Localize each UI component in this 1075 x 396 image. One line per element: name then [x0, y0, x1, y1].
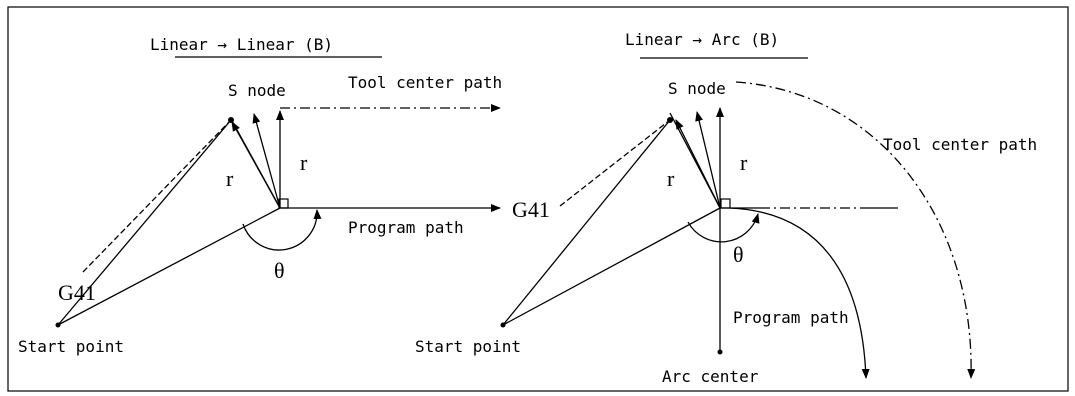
right-g41-leader [559, 119, 671, 207]
left-r-label-2: r [300, 150, 308, 175]
left-radius-2 [252, 113, 281, 209]
right-r-label-1: r [667, 166, 675, 191]
left-start-point-label: Start point [18, 337, 124, 356]
left-approach-line-1 [57, 119, 232, 326]
left-g41-label: G41 [58, 280, 96, 305]
left-program-path-label: Program path [348, 218, 464, 237]
right-s-node-point [667, 117, 673, 123]
right-g41-label: G41 [512, 197, 550, 222]
left-s-node-point [228, 117, 234, 123]
right-title: Linear → Arc (B) [625, 30, 779, 49]
right-start-point [500, 322, 506, 328]
right-program-path-arc [729, 207, 870, 379]
left-g41-leader [82, 119, 232, 273]
left-corner-square [278, 198, 289, 209]
right-theta-label: θ [733, 242, 744, 267]
right-theta-arc [687, 213, 760, 243]
right-approach-line-2 [502, 207, 721, 326]
left-theta-label: θ [274, 258, 285, 283]
left-theta-arc [242, 209, 322, 251]
right-s-node-label: S node [668, 79, 726, 98]
right-radius-2 [695, 111, 721, 209]
right-start-point-label: Start point [415, 337, 521, 356]
right-corner-square [720, 198, 731, 209]
left-s-node-label: S node [228, 81, 286, 100]
right-approach-line-1 [502, 119, 671, 326]
right-tool-path-label: Tool center path [883, 135, 1037, 154]
right-tool-center-path-arc [735, 81, 976, 379]
right-radius-4 [669, 112, 721, 209]
left-title: Linear → Linear (B) [150, 35, 333, 54]
right-r-label-2: r [740, 150, 748, 175]
left-radius-4 [230, 118, 281, 209]
left-panel: Linear → Linear (B) S node Tool center p… [18, 35, 502, 356]
left-start-point [55, 322, 61, 328]
diagram-frame [7, 6, 1069, 392]
right-panel: Linear → Arc (B) S node Tool center path… [415, 30, 1037, 386]
left-approach-line-2 [57, 207, 281, 326]
right-program-path-label: Program path [733, 308, 849, 327]
right-arc-center-label: Arc center [662, 367, 759, 386]
left-tool-path-label: Tool center path [348, 73, 502, 92]
left-r-label-1: r [226, 166, 234, 191]
right-arc-center-point [717, 349, 723, 355]
